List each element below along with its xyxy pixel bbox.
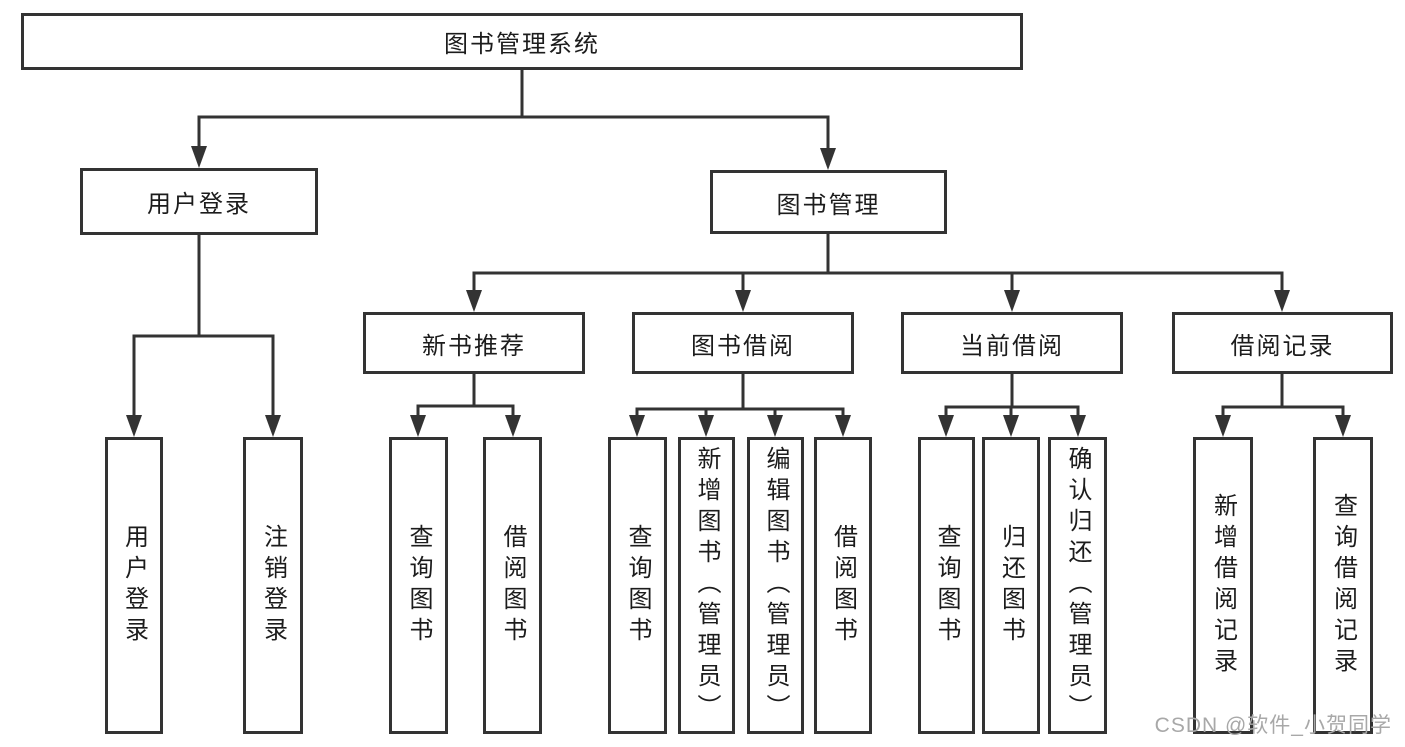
csdn-watermark: CSDN @软件_小贺同学 xyxy=(1154,714,1392,737)
leaf-label: 查询图书 xyxy=(624,523,651,648)
connector-root-to-level2 xyxy=(191,68,836,170)
node-new-book-recommendation: 新书推荐 xyxy=(363,312,585,374)
arrowhead xyxy=(938,415,954,437)
leaf-query-books-current: 查询图书 xyxy=(918,437,975,734)
leaf-label: 归还图书 xyxy=(997,523,1025,648)
leaf-label: 编辑图书（管理员） xyxy=(762,446,789,725)
leaf-label: 查询图书 xyxy=(405,523,432,648)
leaf-label: 确认归还（管理员） xyxy=(1064,446,1091,725)
node-book-borrowing: 图书借阅 xyxy=(632,312,854,374)
leaf-confirm-return-admin: 确认归还（管理员） xyxy=(1048,437,1107,734)
arrowhead xyxy=(191,146,207,168)
node-library-management-system: 图书管理系统 xyxy=(21,13,1023,70)
arrowhead xyxy=(126,415,142,437)
arrowhead xyxy=(1335,415,1351,437)
connector-current-borrow-children xyxy=(938,372,1086,437)
arrowhead xyxy=(629,415,645,437)
leaf-query-books-recommend: 查询图书 xyxy=(389,437,448,734)
arrowhead xyxy=(698,415,714,437)
arrowhead xyxy=(1004,290,1020,312)
leaf-add-borrow-record: 新增借阅记录 xyxy=(1193,437,1253,734)
leaf-label: 新增图书（管理员） xyxy=(693,446,720,725)
leaf-borrow-books-recommend: 借阅图书 xyxy=(483,437,542,734)
leaf-return-books: 归还图书 xyxy=(982,437,1040,734)
arrowhead xyxy=(820,148,836,170)
leaf-query-books-borrowing: 查询图书 xyxy=(608,437,667,734)
arrowhead xyxy=(1070,415,1086,437)
arrowhead xyxy=(1003,415,1019,437)
leaf-label: 用户登录 xyxy=(120,523,148,648)
leaf-edit-books-admin: 编辑图书（管理员） xyxy=(747,437,804,734)
leaf-query-borrow-record: 查询借阅记录 xyxy=(1313,437,1373,734)
connector-book-borrow-children xyxy=(629,372,851,437)
leaf-label: 查询借阅记录 xyxy=(1329,492,1357,679)
arrowhead xyxy=(735,290,751,312)
leaf-label: 注销登录 xyxy=(259,523,287,648)
leaf-user-login: 用户登录 xyxy=(105,437,163,734)
node-borrowing-records: 借阅记录 xyxy=(1172,312,1393,374)
arrowhead xyxy=(410,415,426,437)
connector-new-book-children xyxy=(410,372,521,437)
leaf-label: 借阅图书 xyxy=(829,523,857,648)
arrowhead xyxy=(835,415,851,437)
arrowhead xyxy=(1274,290,1290,312)
node-user-login: 用户登录 xyxy=(80,168,318,235)
leaf-add-books-admin: 新增图书（管理员） xyxy=(678,437,735,734)
arrowhead xyxy=(505,415,521,437)
arrowhead xyxy=(466,290,482,312)
connector-book-management-to-level3 xyxy=(466,232,1290,312)
leaf-label: 查询图书 xyxy=(933,523,960,648)
connector-user-login-children xyxy=(126,233,281,437)
connector-borrow-record-children xyxy=(1215,372,1351,437)
arrowhead xyxy=(265,415,281,437)
arrowhead xyxy=(1215,415,1231,437)
arrowhead xyxy=(767,415,783,437)
node-book-management: 图书管理 xyxy=(710,170,947,234)
leaf-label: 新增借阅记录 xyxy=(1209,492,1237,679)
leaf-logout: 注销登录 xyxy=(243,437,303,734)
leaf-label: 借阅图书 xyxy=(499,523,526,648)
node-current-borrowing: 当前借阅 xyxy=(901,312,1123,374)
leaf-borrow-books: 借阅图书 xyxy=(814,437,872,734)
